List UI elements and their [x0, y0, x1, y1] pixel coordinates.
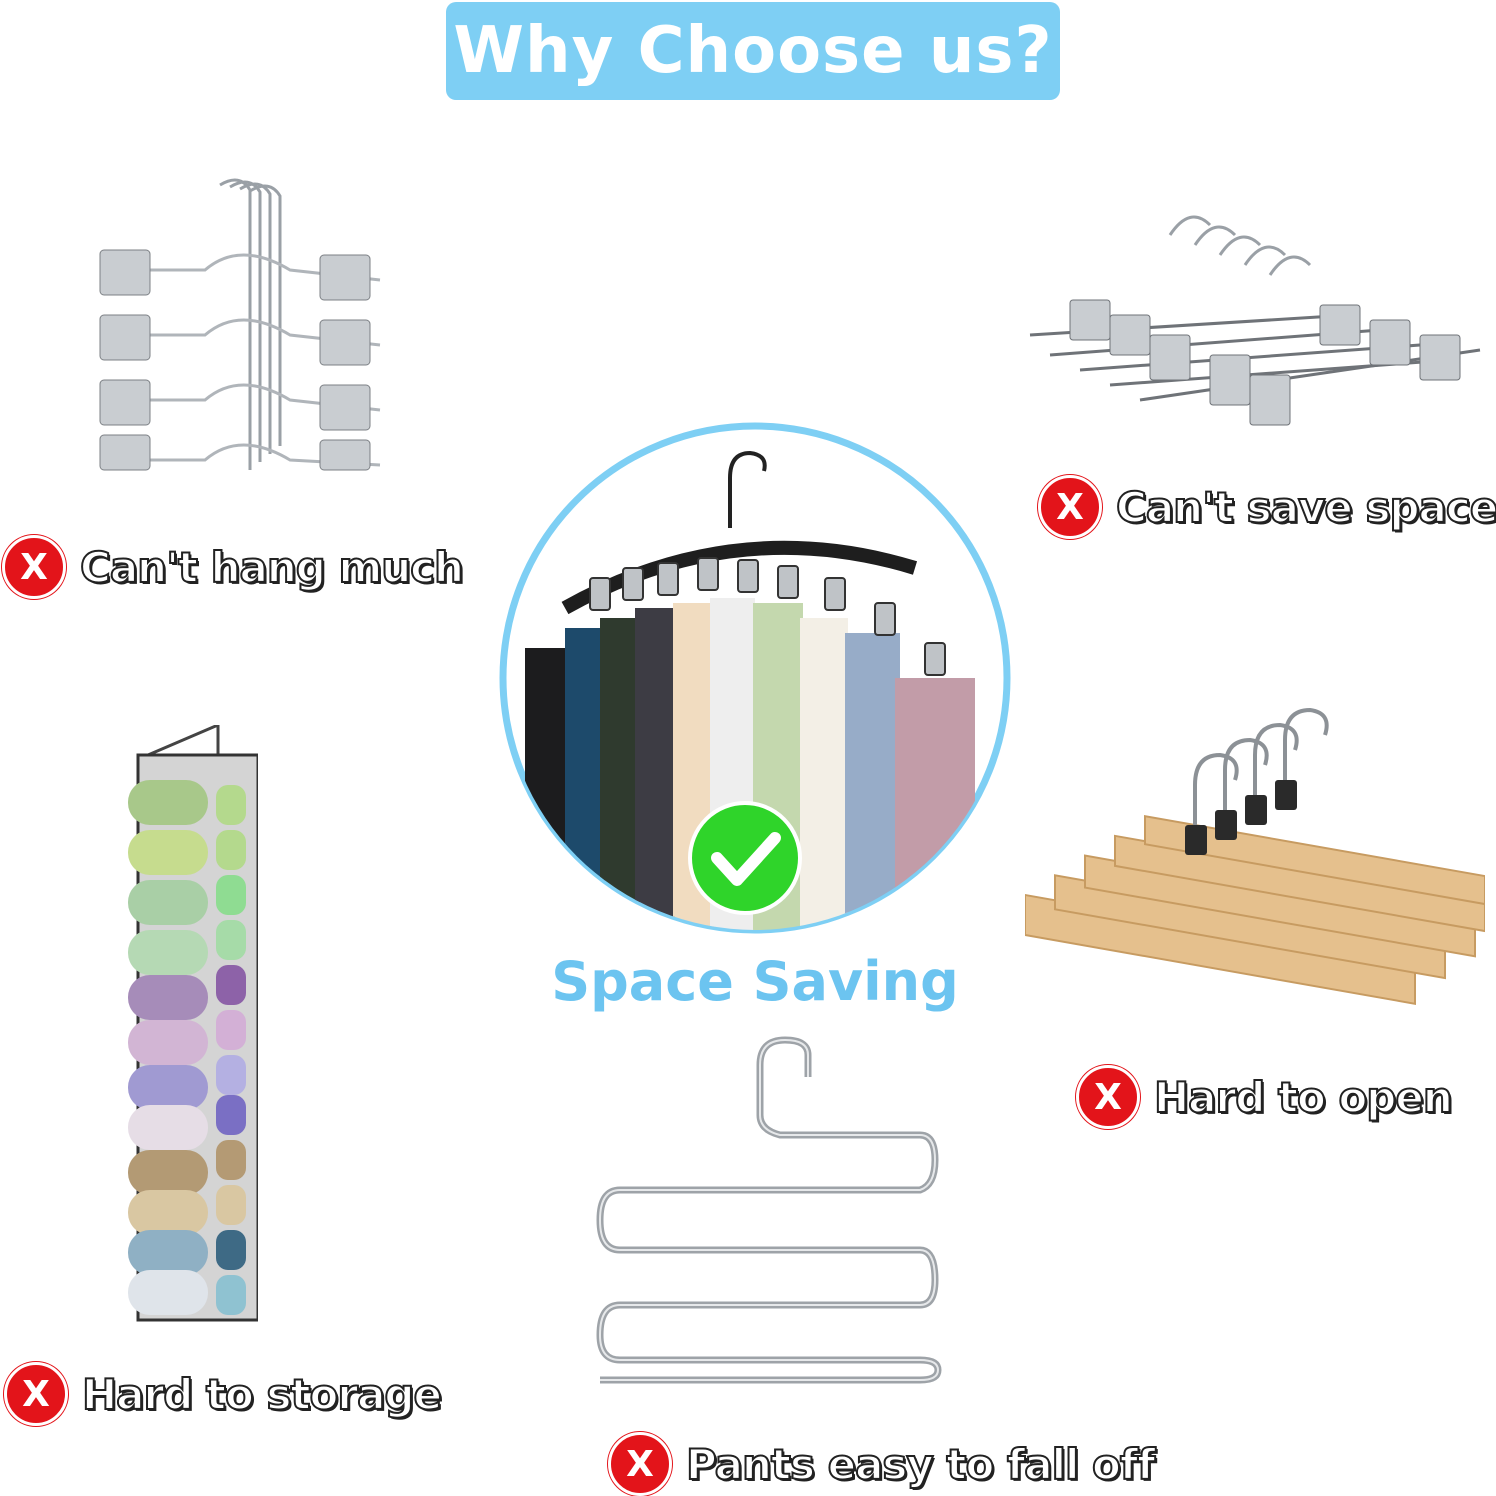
hanging-organizer-image: [128, 725, 258, 1322]
x-icon: X: [4, 1362, 68, 1426]
check-icon: [688, 801, 802, 915]
space-saving-caption: Space Saving: [551, 950, 959, 1013]
stacked-clip-hangers-image: [99, 178, 381, 471]
page-title: Why Choose us?: [453, 14, 1053, 88]
row-clip-hangers-image: [1029, 215, 1481, 426]
s-shaped-hanger-image: [596, 1036, 942, 1384]
x-icon: X: [1038, 475, 1102, 539]
label-cant-hang-much: X Can't hang much: [2, 535, 465, 599]
x-icon: X: [1076, 1065, 1140, 1129]
x-icon: X: [608, 1432, 672, 1496]
label-pants-fall-off: X Pants easy to fall off: [608, 1432, 1156, 1496]
label-cant-save-space: X Can't save space: [1038, 475, 1496, 539]
x-icon: X: [2, 535, 66, 599]
wooden-clamp-hangers-image: [1025, 707, 1485, 1005]
title-banner: Why Choose us?: [446, 2, 1060, 100]
label-hard-to-open: X Hard to open: [1076, 1065, 1454, 1129]
product-circle-image: [499, 422, 1011, 934]
label-hard-to-storage: X Hard to storage: [4, 1362, 443, 1426]
